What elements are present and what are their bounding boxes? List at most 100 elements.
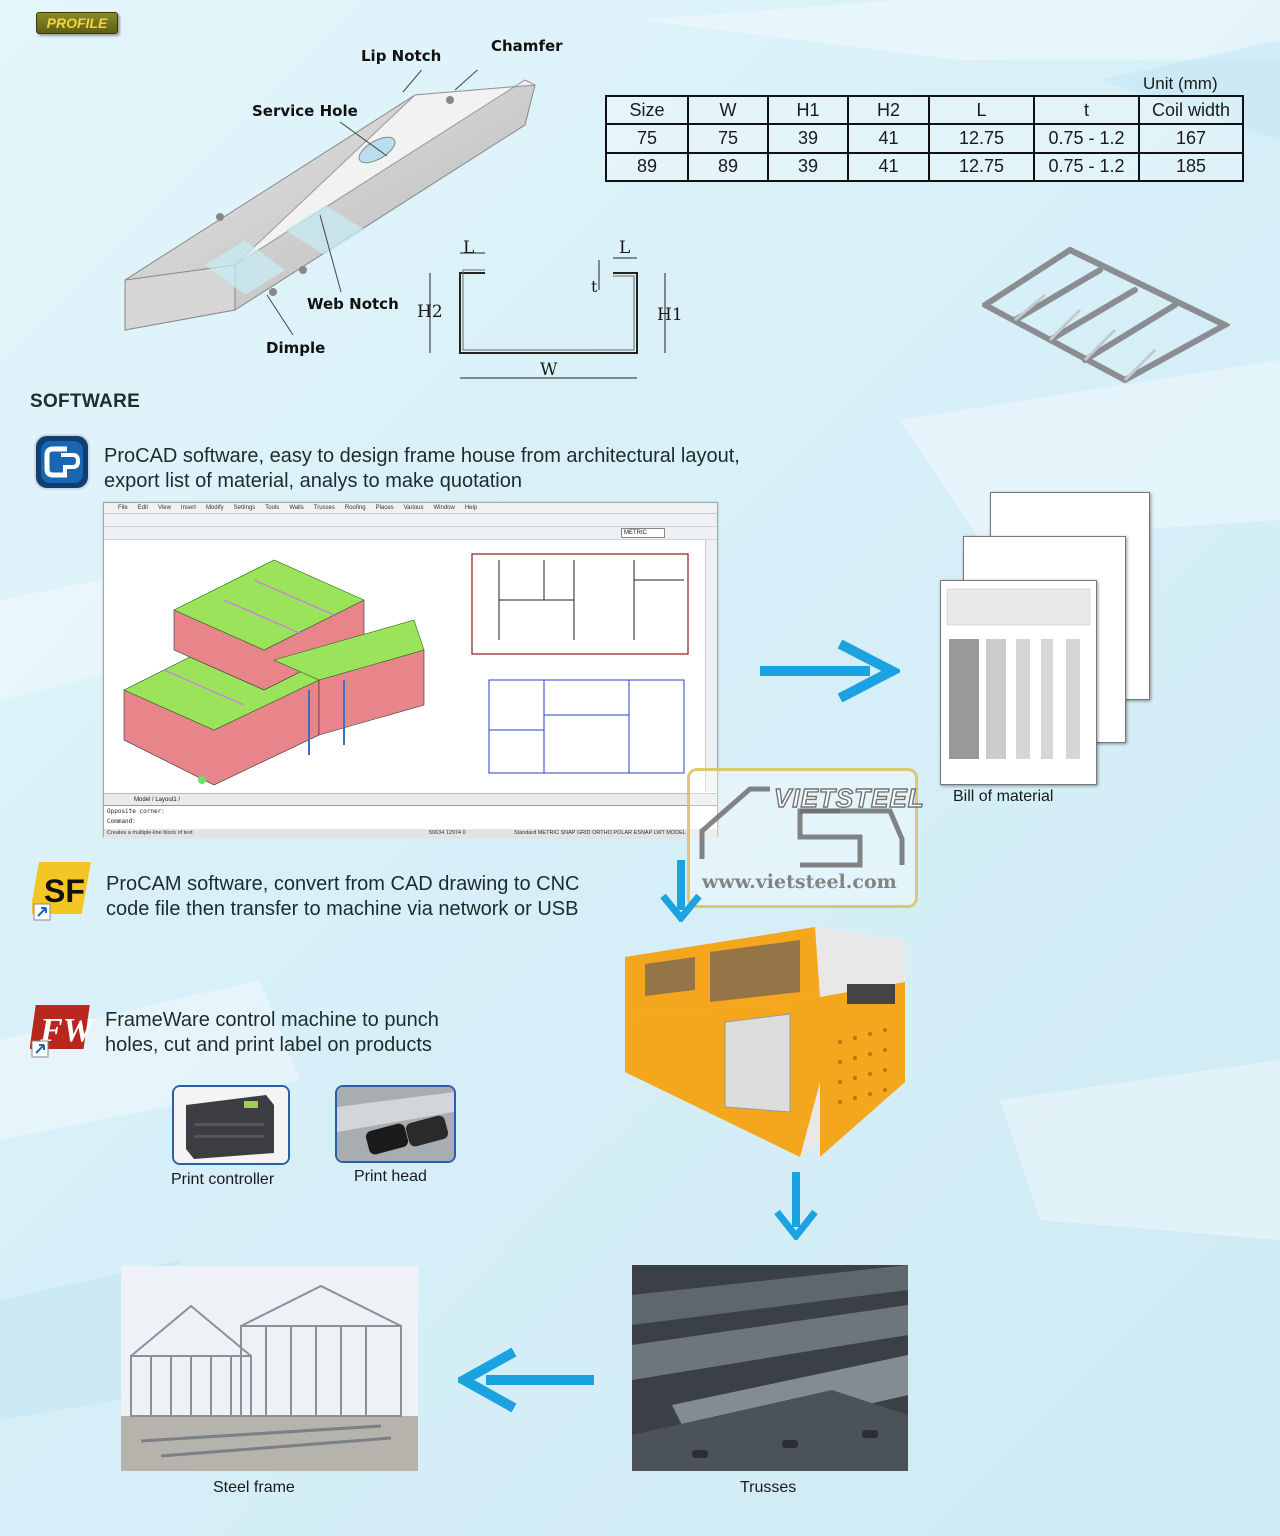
print-head-caption: Print head (354, 1168, 427, 1185)
procam-description: ProCAM software, convert from CAD drawin… (106, 872, 666, 922)
cad-cmd-line-2: Command: (107, 818, 136, 825)
cell: 0.75 - 1.2 (1033, 151, 1140, 183)
col-w: W (687, 94, 769, 126)
dim-label-t: t (591, 277, 598, 296)
table-header-row: Size W H1 H2 L t Coil width (605, 94, 1244, 126)
cad-status-bar: Creates a multiple-line block of text 50… (104, 829, 717, 838)
cad-menu-insert[interactable]: Insert (180, 505, 196, 511)
cad-status-text: Creates a multiple-line block of text (107, 830, 193, 836)
print-head-photo (335, 1085, 456, 1163)
unit-label: Unit (mm) (1143, 74, 1218, 93)
dim-label-h2: H2 (417, 302, 443, 322)
cad-menu-modify[interactable]: Modify (205, 505, 224, 511)
cad-cmd-line-1: Opposite corner: (107, 808, 165, 815)
cad-toolbar-2[interactable]: METRIC (104, 527, 717, 540)
cell: 39 (767, 151, 849, 183)
procad-logo-icon (34, 434, 90, 490)
procam-line-2: code file then transfer to machine via n… (106, 898, 579, 920)
cad-menu-help[interactable]: Help (464, 505, 478, 511)
procad-screenshot: File Edit View Insert Modify Settings Tools Wal… (103, 502, 718, 838)
vietsteel-watermark: VIETSTEEL www.vietsteel.com (687, 768, 924, 908)
procad-line-1: ProCAD software, easy to design frame ho… (104, 445, 740, 467)
print-controller-photo (172, 1085, 290, 1165)
cell: 0.75 - 1.2 (1033, 123, 1140, 154)
cell: 75 (605, 123, 689, 154)
cad-menu-places[interactable]: Places (375, 505, 394, 511)
cad-menu-trusses[interactable]: Trusses (313, 505, 335, 511)
cell: 39 (767, 123, 849, 154)
frameware-description: FrameWare control machine to punch holes… (105, 1008, 525, 1058)
cell: 12.75 (928, 123, 1035, 154)
print-controller-caption: Print controller (171, 1171, 275, 1188)
roof-truss-illustration (982, 246, 1230, 383)
spec-table: Size W H1 H2 L t Coil width 75 75 39 41 … (605, 94, 1244, 183)
cad-menu-file[interactable]: File (118, 505, 128, 511)
cell: 12.75 (928, 151, 1035, 183)
cell: 41 (847, 123, 930, 154)
procam-logo-icon: SF (32, 862, 91, 921)
cad-menu-window[interactable]: Window (433, 505, 455, 511)
bom-page-1 (940, 580, 1097, 785)
callout-chamfer: Chamfer (491, 37, 563, 55)
table-row: 75 75 39 41 12.75 0.75 - 1.2 167 (605, 123, 1244, 154)
arrow-left-icon (458, 1348, 594, 1412)
cad-menu-settings[interactable]: Settings (233, 505, 256, 511)
cad-menu-view[interactable]: View (158, 505, 171, 511)
col-h1: H1 (767, 94, 849, 126)
cad-side-toolbar[interactable] (705, 540, 717, 792)
frameware-logo-icon: FW (30, 1005, 94, 1058)
steel-frame-caption: Steel frame (213, 1479, 295, 1496)
house-model-3d (123, 553, 689, 786)
col-coil-width: Coil width (1138, 94, 1244, 126)
cell: 167 (1138, 123, 1244, 154)
watermark-url: www.vietsteel.com (702, 871, 897, 893)
col-size: Size (605, 94, 689, 126)
col-l: L (928, 94, 1035, 126)
vietsteel-logo-icon (699, 786, 905, 868)
trusses-caption: Trusses (740, 1479, 797, 1496)
dim-label-l-left: L (463, 238, 475, 258)
profile-badge: PROFILE (36, 12, 118, 34)
callout-service-hole: Service Hole (252, 102, 358, 120)
callout-lip-notch: Lip Notch (361, 47, 442, 65)
units-select[interactable]: METRIC (621, 528, 665, 538)
watermark-brand: VIETSTEEL (773, 782, 925, 813)
cad-status-toggles[interactable]: Standard METRIC SNAP GRID ORTHO POLAR ES… (514, 830, 686, 836)
cad-menu-edit[interactable]: Edit (137, 505, 149, 511)
cad-command-line[interactable]: Opposite corner: Command: (104, 805, 717, 829)
svg-text:SF: SF (44, 873, 85, 909)
cad-menu-walls[interactable]: Walls (289, 505, 304, 511)
cad-toolbar-1[interactable] (104, 514, 717, 527)
procad-description: ProCAD software, easy to design frame ho… (104, 444, 844, 494)
software-section-title: SOFTWARE (30, 391, 141, 412)
cad-status-coords: 50634 12974 0 (429, 830, 466, 836)
callout-dimple: Dimple (266, 339, 326, 357)
cad-menu-roofing[interactable]: Roofing (344, 505, 366, 511)
cell: 89 (605, 151, 689, 183)
cell: 41 (847, 151, 930, 183)
callout-web-notch: Web Notch (307, 295, 399, 313)
steel-frame-photo (121, 1266, 418, 1471)
arrow-right-icon (760, 640, 900, 702)
cad-menubar: File Edit View Insert Modify Settings Tools Wal… (104, 503, 717, 514)
cad-layout-tabs[interactable]: Model / Layout1 / (104, 793, 717, 805)
procam-line-1: ProCAM software, convert from CAD drawin… (106, 873, 580, 895)
frameware-line-2: holes, cut and print label on products (105, 1034, 432, 1056)
procad-line-2: export list of material, analys to make … (104, 470, 522, 492)
cad-menu-various[interactable]: Various (403, 505, 424, 511)
cad-menu-tools[interactable]: Tools (265, 505, 280, 511)
dim-label-h1: H1 (657, 305, 683, 325)
col-t: t (1033, 94, 1140, 126)
cell: 75 (687, 123, 769, 154)
c-section-drawing (429, 252, 666, 379)
arrow-down-icon (660, 860, 702, 922)
cell: 185 (1138, 151, 1244, 183)
stud-profile-illustration (124, 70, 537, 336)
bom-caption: Bill of material (953, 788, 1054, 805)
roll-forming-machine-photo (625, 927, 905, 1157)
cad-drawing-canvas[interactable] (104, 540, 707, 792)
dim-label-w: W (540, 360, 558, 380)
col-h2: H2 (847, 94, 930, 126)
frameware-line-1: FrameWare control machine to punch (105, 1009, 439, 1031)
trusses-photo (632, 1265, 908, 1471)
